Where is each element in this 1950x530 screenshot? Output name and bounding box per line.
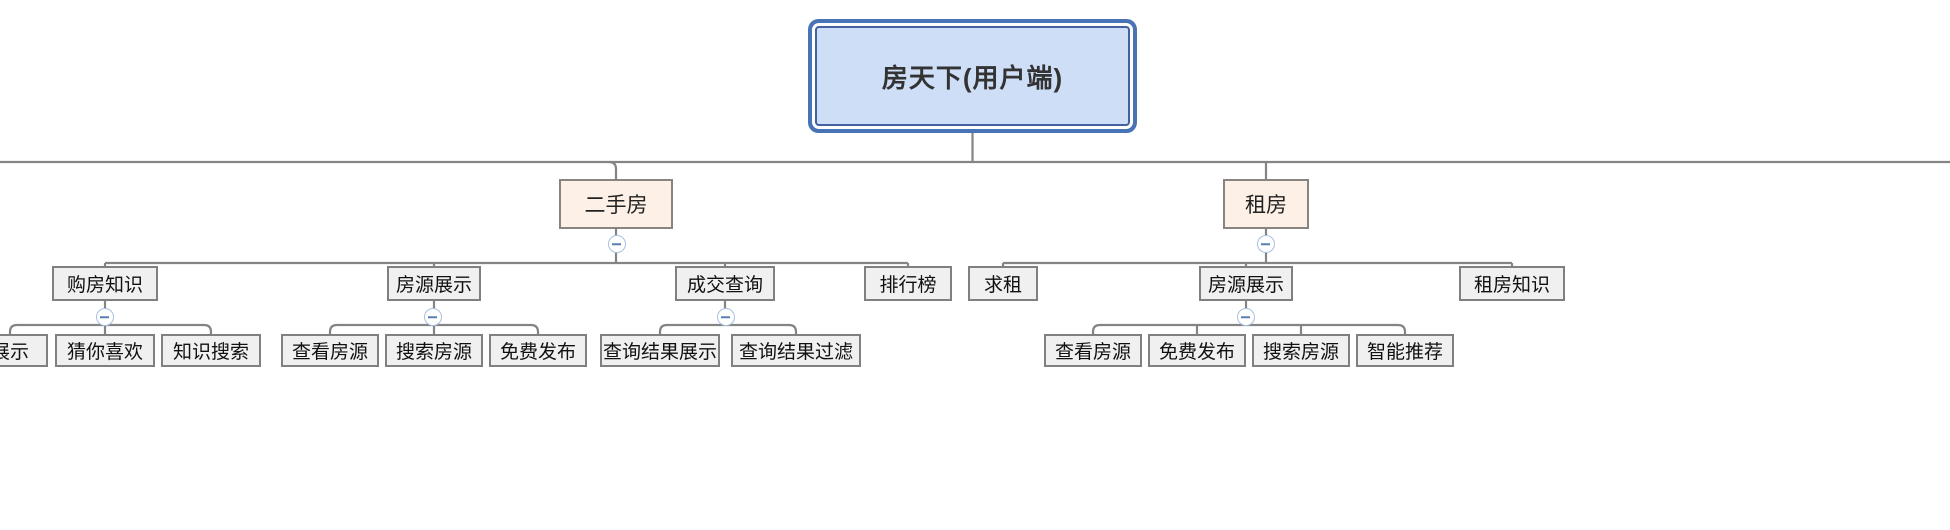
node-chakanfangyuan-ershoufang[interactable]: 查看房源 <box>281 334 379 367</box>
node-mianfeifabu-ershoufang[interactable]: 免费发布 <box>489 334 587 367</box>
node-chakanfangyuan-zufang[interactable]: 查看房源 <box>1044 334 1142 367</box>
node-zhishisousuo[interactable]: 知识搜索 <box>161 334 261 367</box>
node-fangyuanzhanshi-ershoufang[interactable]: 房源展示 <box>387 266 481 301</box>
node-sousuofangyuan-zufang[interactable]: 搜索房源 <box>1252 334 1350 367</box>
node-paihangbang[interactable]: 排行榜 <box>864 266 952 301</box>
node-chengjiaochaxun-label: 成交查询 <box>686 275 763 296</box>
node-chaxunjieguoguolv-label: 查询结果过滤 <box>738 342 853 363</box>
node-ershoufang-label: 二手房 <box>584 194 648 217</box>
collapse-minus-icon-zufang[interactable] <box>1257 235 1275 253</box>
node-qiuzu[interactable]: 求租 <box>968 266 1038 301</box>
node-cainixihuan[interactable]: 猜你喜欢 <box>55 334 155 367</box>
node-qiuzu-label: 求租 <box>983 275 1022 296</box>
node-chaxunjieguozhanshi-label: 查询结果展示 <box>602 342 717 363</box>
node-zufang[interactable]: 租房 <box>1223 179 1309 229</box>
node-cainixihuan-label: 猜你喜欢 <box>66 342 143 363</box>
node-fangyuanzhanshi-zufang-label: 房源展示 <box>1207 275 1284 296</box>
collapse-minus-icon-fangyuanzhanshi-ershoufang[interactable] <box>424 308 442 326</box>
node-zhanshi[interactable]: 展示 <box>0 334 48 367</box>
node-chaxunjieguoguolv[interactable]: 查询结果过滤 <box>731 334 861 367</box>
node-sousuofangyuan-ershoufang[interactable]: 搜索房源 <box>385 334 483 367</box>
node-zufang-label: 租房 <box>1245 194 1287 217</box>
node-zufangzhishi[interactable]: 租房知识 <box>1459 266 1565 301</box>
root-node-fangtianxia[interactable]: 房天下(用户端) <box>815 26 1130 126</box>
node-goufangzhishi-label: 购房知识 <box>66 275 143 296</box>
collapse-minus-icon-goufangzhishi[interactable] <box>96 308 114 326</box>
node-zhanshi-label: 展示 <box>0 342 29 363</box>
node-ershoufang[interactable]: 二手房 <box>559 179 673 229</box>
node-chengjiaochaxun[interactable]: 成交查询 <box>675 266 775 301</box>
node-goufangzhishi[interactable]: 购房知识 <box>52 266 158 301</box>
node-paihangbang-label: 排行榜 <box>879 275 937 296</box>
node-zhishisousuo-label: 知识搜索 <box>172 342 249 363</box>
node-mianfeifabu-zufang[interactable]: 免费发布 <box>1148 334 1246 367</box>
root-node-label: 房天下(用户端) <box>881 62 1064 93</box>
node-chakanfangyuan-zufang-label: 查看房源 <box>1054 342 1131 363</box>
node-mianfeifabu-ershoufang-label: 免费发布 <box>499 342 576 363</box>
node-chakanfangyuan-ershoufang-label: 查看房源 <box>291 342 368 363</box>
node-zhinengtuijian-label: 智能推荐 <box>1366 342 1443 363</box>
node-zufangzhishi-label: 租房知识 <box>1473 275 1550 296</box>
collapse-minus-icon-fangyuanzhanshi-zufang[interactable] <box>1237 308 1255 326</box>
collapse-minus-icon-ershoufang[interactable] <box>608 235 626 253</box>
node-fangyuanzhanshi-zufang[interactable]: 房源展示 <box>1199 266 1293 301</box>
node-mianfeifabu-zufang-label: 免费发布 <box>1158 342 1235 363</box>
node-chaxunjieguozhanshi[interactable]: 查询结果展示 <box>600 334 720 367</box>
collapse-minus-icon-chengjiaochaxun[interactable] <box>717 308 735 326</box>
node-zhinengtuijian[interactable]: 智能推荐 <box>1356 334 1454 367</box>
node-sousuofangyuan-zufang-label: 搜索房源 <box>1262 342 1339 363</box>
node-fangyuanzhanshi-ershoufang-label: 房源展示 <box>395 275 472 296</box>
node-sousuofangyuan-ershoufang-label: 搜索房源 <box>395 342 472 363</box>
